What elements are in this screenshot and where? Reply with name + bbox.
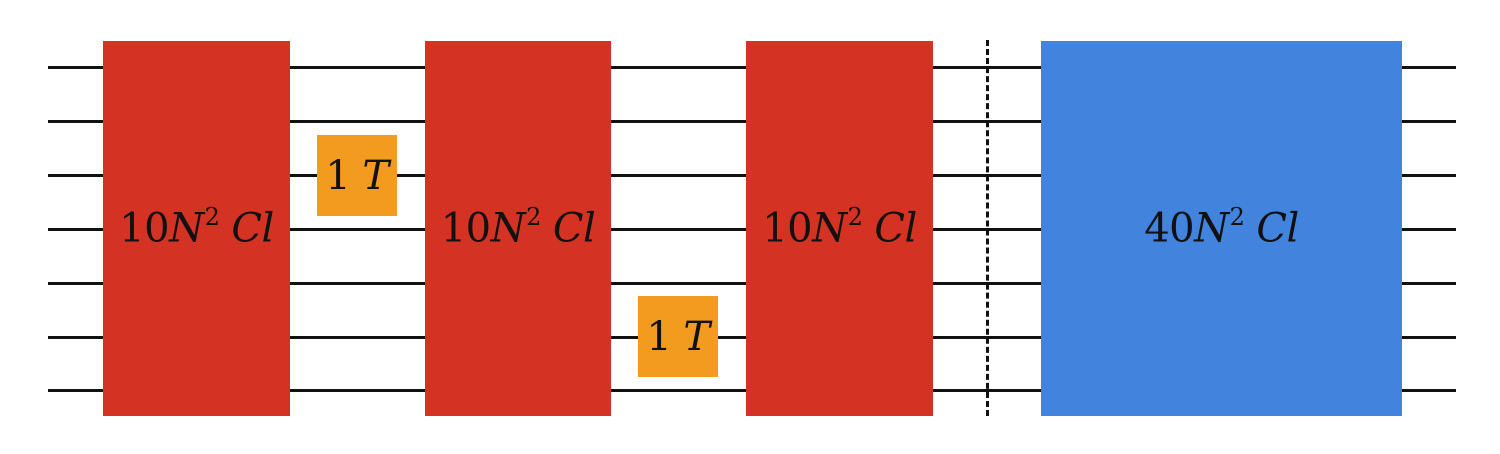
gate-operator: Cl <box>231 205 274 252</box>
gate-variable: N <box>812 205 847 252</box>
gate-operator: T <box>362 152 389 199</box>
gate-exponent: 2 <box>1229 203 1245 232</box>
gate-exponent: 2 <box>847 203 863 232</box>
gate-operator: T <box>683 313 710 360</box>
barrier-line <box>986 40 989 416</box>
gate-coefficient: 10 <box>762 205 813 252</box>
gate-variable: N <box>1194 205 1229 252</box>
gate-operator: Cl <box>874 205 917 252</box>
gate-operator: Cl <box>1256 205 1299 252</box>
clifford-block-label: 40N2 Cl <box>1144 203 1299 252</box>
clifford-block-label: 10N2 Cl <box>762 203 917 252</box>
gate-variable: N <box>490 205 526 252</box>
gate-coefficient: 10 <box>440 205 491 252</box>
gate-variable: N <box>169 205 204 252</box>
gate-operator: Cl <box>552 205 596 252</box>
gate-exponent: 2 <box>526 203 541 232</box>
clifford-block-label: 10N2 Cl <box>440 203 596 252</box>
clifford-block-label: 10N2 Cl <box>119 203 274 252</box>
gate-coefficient: 1 <box>646 313 672 360</box>
gate-coefficient: 40 <box>1144 205 1195 252</box>
gate-coefficient: 1 <box>325 152 351 199</box>
clifford-block: 10N2 Cl <box>746 41 933 416</box>
gate-exponent: 2 <box>204 203 220 232</box>
clifford-block: 40N2 Cl <box>1041 41 1402 416</box>
gate-coefficient: 10 <box>119 205 170 252</box>
clifford-block: 10N2 Cl <box>425 41 611 416</box>
clifford-block: 10N2 Cl <box>103 41 290 416</box>
